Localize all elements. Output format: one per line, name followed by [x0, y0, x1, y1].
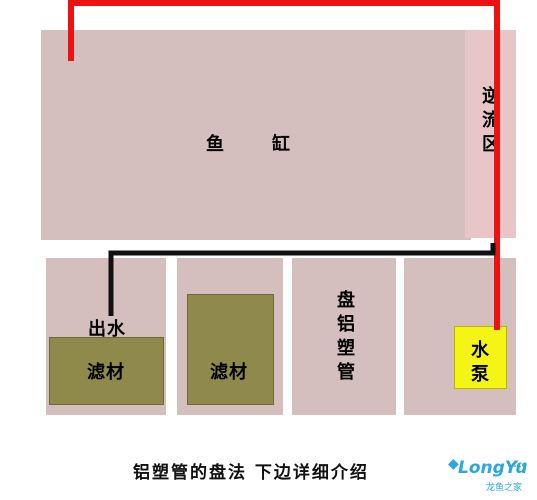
logo-suffix: .cc: [514, 460, 527, 469]
sump-compartment-3: [292, 258, 396, 415]
filter-media-label-2: 滤材: [210, 362, 248, 383]
logo-text: LongYu: [458, 458, 528, 478]
tank-label-left: 鱼: [206, 134, 225, 155]
filter-media-block-2: [187, 294, 274, 405]
outlet-label: 出水: [88, 319, 126, 340]
tank-label-right: 缸: [272, 134, 291, 155]
logo-subtext: 龙鱼之家: [486, 483, 523, 493]
aquarium-tank: [41, 30, 471, 240]
watermark-logo: ◆ LongYu .cc 龙鱼之家: [448, 452, 534, 496]
filter-media-label-1: 滤材: [87, 362, 125, 383]
pipe-coil-label: 盘铝塑管: [334, 290, 355, 386]
black-outlet-pipe: [108, 243, 496, 316]
red-return-pipe: [68, 0, 500, 330]
fish-icon: ◆: [448, 456, 459, 472]
refugium-zone: [465, 30, 516, 238]
filter-media-block-1: [49, 337, 164, 405]
diagram-caption: 铝塑管的盘法 下边详细介绍: [133, 463, 369, 483]
pump-label: 水泵: [468, 340, 489, 388]
water-pump: [454, 326, 507, 389]
